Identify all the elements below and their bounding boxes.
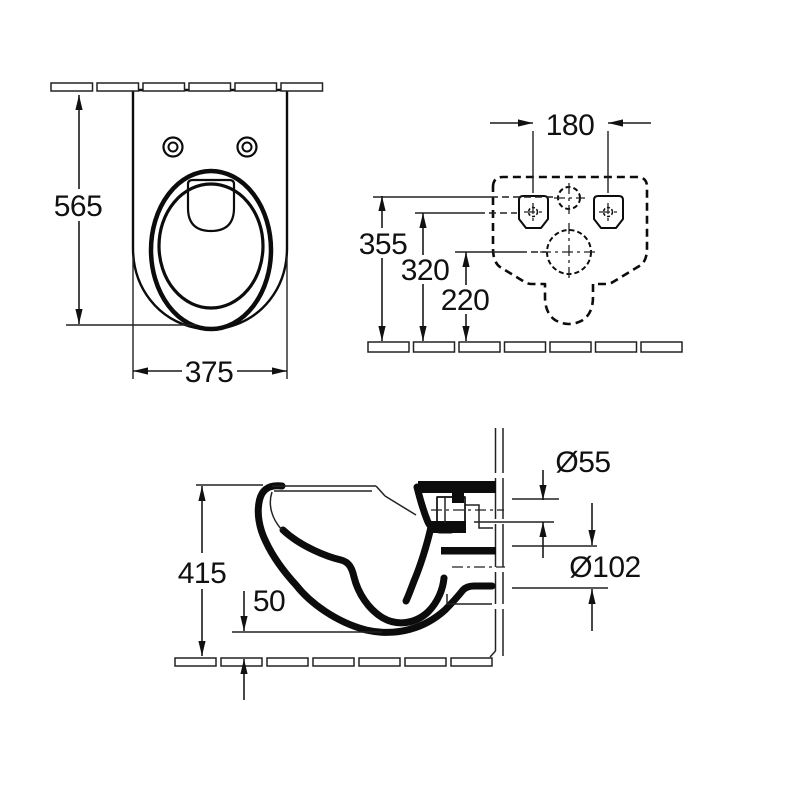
bowl-inner-section <box>279 526 448 627</box>
wc-hidden-outline <box>491 175 649 326</box>
dimension-labels: 565 375 180 355 320 220 415 50 Ø55 Ø102 <box>54 109 641 618</box>
dim-label-outlet-height: 220 <box>441 284 490 317</box>
mounting-bar-section <box>418 481 496 493</box>
bowl-outer-section <box>254 482 496 636</box>
rim-chamfer <box>375 485 386 497</box>
dim-label-supply-height: 355 <box>359 228 408 261</box>
dimension-lines <box>75 95 651 700</box>
dim-label-width: 375 <box>185 356 234 389</box>
dim-label-clearance: 50 <box>253 585 285 618</box>
dim-label-supply-diameter: Ø55 <box>555 446 610 479</box>
seat-slope-line <box>384 495 417 516</box>
rear-view <box>491 175 649 326</box>
dim-label-fixing-height: 320 <box>401 254 450 287</box>
outlet-under-line <box>446 594 492 605</box>
dim-label-outlet-diameter: Ø102 <box>569 551 640 584</box>
trap-back-section <box>402 523 435 605</box>
bowl-front-inner-line <box>269 491 283 531</box>
side-view <box>254 428 505 658</box>
mounting-hole-left-inner-icon <box>167 141 179 153</box>
fixing-hole-right <box>593 195 624 229</box>
mounting-hole-right-icon <box>236 136 258 158</box>
flush-opening <box>186 178 236 233</box>
mounting-hole-right-inner-icon <box>241 141 253 153</box>
bowl-outer-rim <box>148 168 274 332</box>
wall <box>489 428 505 658</box>
tile-strips <box>50 82 683 667</box>
dim-label-fixing-spacing: 180 <box>546 109 595 142</box>
bowl-inner-opening <box>157 182 265 310</box>
dim-label-depth: 565 <box>54 190 103 223</box>
centerlines <box>431 183 617 568</box>
section-notch <box>452 493 464 503</box>
pipe-bracket-lines <box>465 504 493 529</box>
dim-label-rim-height: 415 <box>178 557 227 590</box>
flush-rim-section <box>413 483 455 534</box>
top-view <box>131 88 289 332</box>
outlet-top-section <box>441 547 496 555</box>
mounting-hole-left-icon <box>162 136 184 158</box>
